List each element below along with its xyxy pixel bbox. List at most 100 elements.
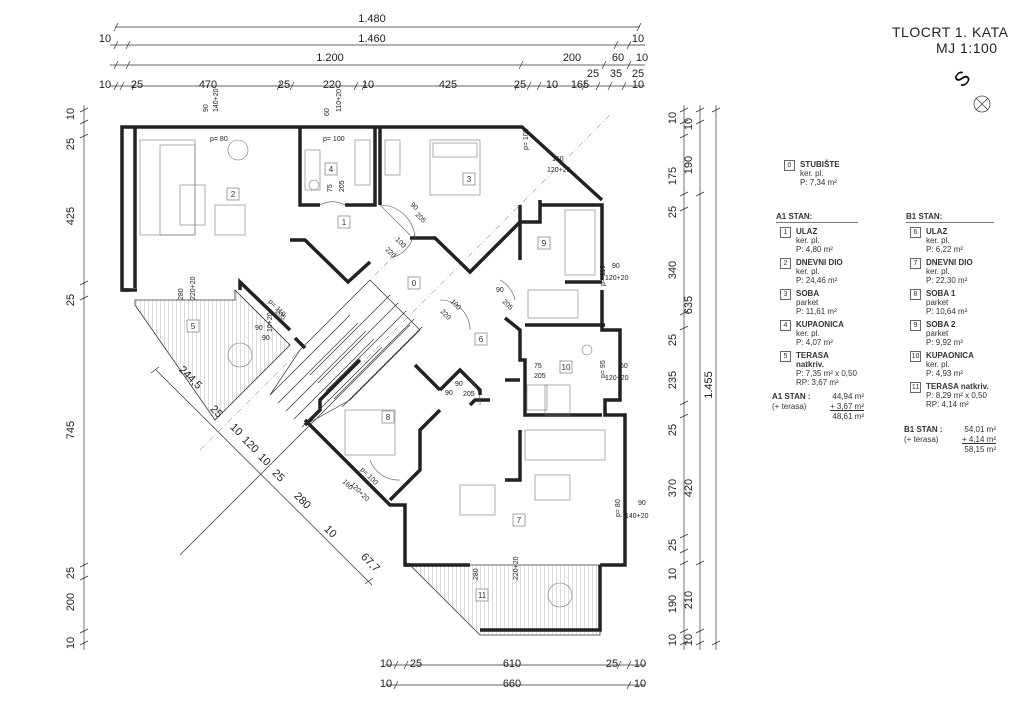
- dimension-label: 10: [99, 79, 111, 91]
- opening-label: 220+20: [513, 556, 520, 580]
- opening-label: 90: [262, 335, 270, 342]
- room-tag-box: [475, 588, 489, 602]
- opening-label: 10+20: [267, 312, 274, 332]
- legend-num: 10: [910, 351, 921, 362]
- dimension-label: 120: [239, 434, 260, 455]
- dimension-label: 25: [667, 206, 679, 218]
- opening-label: 205: [463, 391, 475, 398]
- legend-floor: parket: [796, 298, 819, 307]
- opening-label: 90: [455, 381, 463, 388]
- walls: [120, 125, 627, 632]
- legend-name: SOBA 1: [926, 289, 956, 298]
- dimension-label: 10: [99, 33, 111, 45]
- dimension-label: 25: [65, 567, 77, 579]
- room-tag-number: 3: [467, 175, 472, 184]
- opening-label: 90: [496, 287, 504, 294]
- opening-label: 220: [439, 308, 452, 321]
- room-tag-number: 0: [412, 279, 417, 288]
- dimension-label: 190: [667, 595, 679, 613]
- opening-label: 120+20: [547, 167, 571, 174]
- room-tag-box: [337, 215, 351, 229]
- legend-num: 0: [784, 160, 795, 171]
- room-tag-number: 1: [342, 218, 347, 227]
- dimension-label: 25: [587, 68, 599, 80]
- dimension-label: 25: [667, 334, 679, 346]
- opening-label: 90: [255, 325, 263, 332]
- dimension-label: 10: [636, 52, 648, 64]
- total-label: B1 STAN :: [904, 425, 943, 434]
- opening-label: 90: [203, 104, 210, 112]
- opening-label: 205: [501, 298, 514, 311]
- total-value: 44,94 m²: [832, 392, 864, 401]
- opening-label: p= 110: [600, 265, 607, 286]
- dimension-label: 210: [683, 591, 695, 609]
- dimension-label: 25: [131, 79, 143, 91]
- opening-label: 60: [324, 108, 331, 116]
- opening-label: 90: [409, 201, 420, 212]
- opening-label: p= 95: [600, 360, 607, 378]
- legend-name: SOBA 2: [926, 320, 956, 329]
- dimension-label: 340: [667, 261, 679, 279]
- guide-axis-lines: [199, 114, 611, 451]
- room-tag-number: 8: [386, 413, 391, 422]
- dimension-label: 635: [683, 296, 695, 314]
- opening-label: 75: [534, 363, 542, 370]
- legend-floor: ker. pl.: [796, 236, 820, 245]
- dimension-label: 25: [667, 424, 679, 436]
- dimension-label: 25: [65, 138, 77, 150]
- room-tag-box: [226, 187, 240, 201]
- dimension-label: 10: [546, 79, 558, 91]
- legend-name: TERASA natkriv.: [926, 382, 989, 391]
- dimension-label: 660: [503, 678, 521, 690]
- dimension-label: 25: [65, 294, 77, 306]
- dimension-label: 420: [683, 479, 695, 497]
- terrace-value: + 3,67 m²: [829, 402, 864, 411]
- legend-num: 9: [910, 320, 921, 331]
- drawing-title: TLOCRT 1. KATA: [892, 24, 1009, 40]
- total-value: 54,01 m²: [964, 425, 996, 434]
- legend-name: KUPAONICA: [926, 351, 974, 360]
- diagonal-dimension-line: [150, 324, 411, 586]
- legend-floor: ker. pl.: [926, 236, 950, 245]
- room-tag-box: [512, 513, 526, 527]
- dimension-label: 60: [612, 52, 624, 64]
- legend-num: 4: [780, 320, 791, 331]
- opening-label: 100: [449, 298, 462, 311]
- legend-num: 2: [780, 258, 791, 269]
- dimension-label: 220: [323, 79, 341, 91]
- opening-label: p= 80: [210, 136, 228, 143]
- dimension-label: 610: [503, 658, 521, 670]
- dimension-label: 25: [278, 79, 290, 91]
- dimension-label: 10: [228, 421, 245, 438]
- legend-name: ULAZ: [796, 227, 818, 236]
- dimension-label: 10: [256, 451, 273, 468]
- legend-floor: ker. pl.: [800, 169, 824, 178]
- legend-name: TERASA natkriv.: [796, 351, 829, 369]
- dimension-label: 10: [65, 108, 77, 120]
- legend-name: KUPAONICA: [796, 320, 844, 329]
- dimension-label: 175: [667, 167, 679, 185]
- dimension-label: 25: [632, 68, 644, 80]
- legend-area: P: 9,92 m²: [926, 338, 963, 347]
- dimension-label: 10: [632, 33, 644, 45]
- legend-title: B1 STAN:: [906, 212, 994, 223]
- dimension-label: 10: [634, 678, 646, 690]
- dimension-label: 235: [667, 371, 679, 389]
- legend-area: RP: 3,67 m²: [796, 378, 839, 387]
- opening-label: 120+20: [605, 375, 629, 382]
- terrace-hatching: [134, 289, 601, 636]
- legend-area: P: 6,22 m²: [926, 245, 963, 254]
- legend-area: P: 4,93 m²: [926, 369, 963, 378]
- dimension-label: 745: [65, 421, 77, 439]
- apartment-b1-summary: B1 STAN :54,01 m² (+ terasa)+ 4,14 m² 58…: [904, 425, 996, 455]
- room-tag-number: 5: [191, 322, 196, 331]
- dimension-label: 470: [199, 79, 217, 91]
